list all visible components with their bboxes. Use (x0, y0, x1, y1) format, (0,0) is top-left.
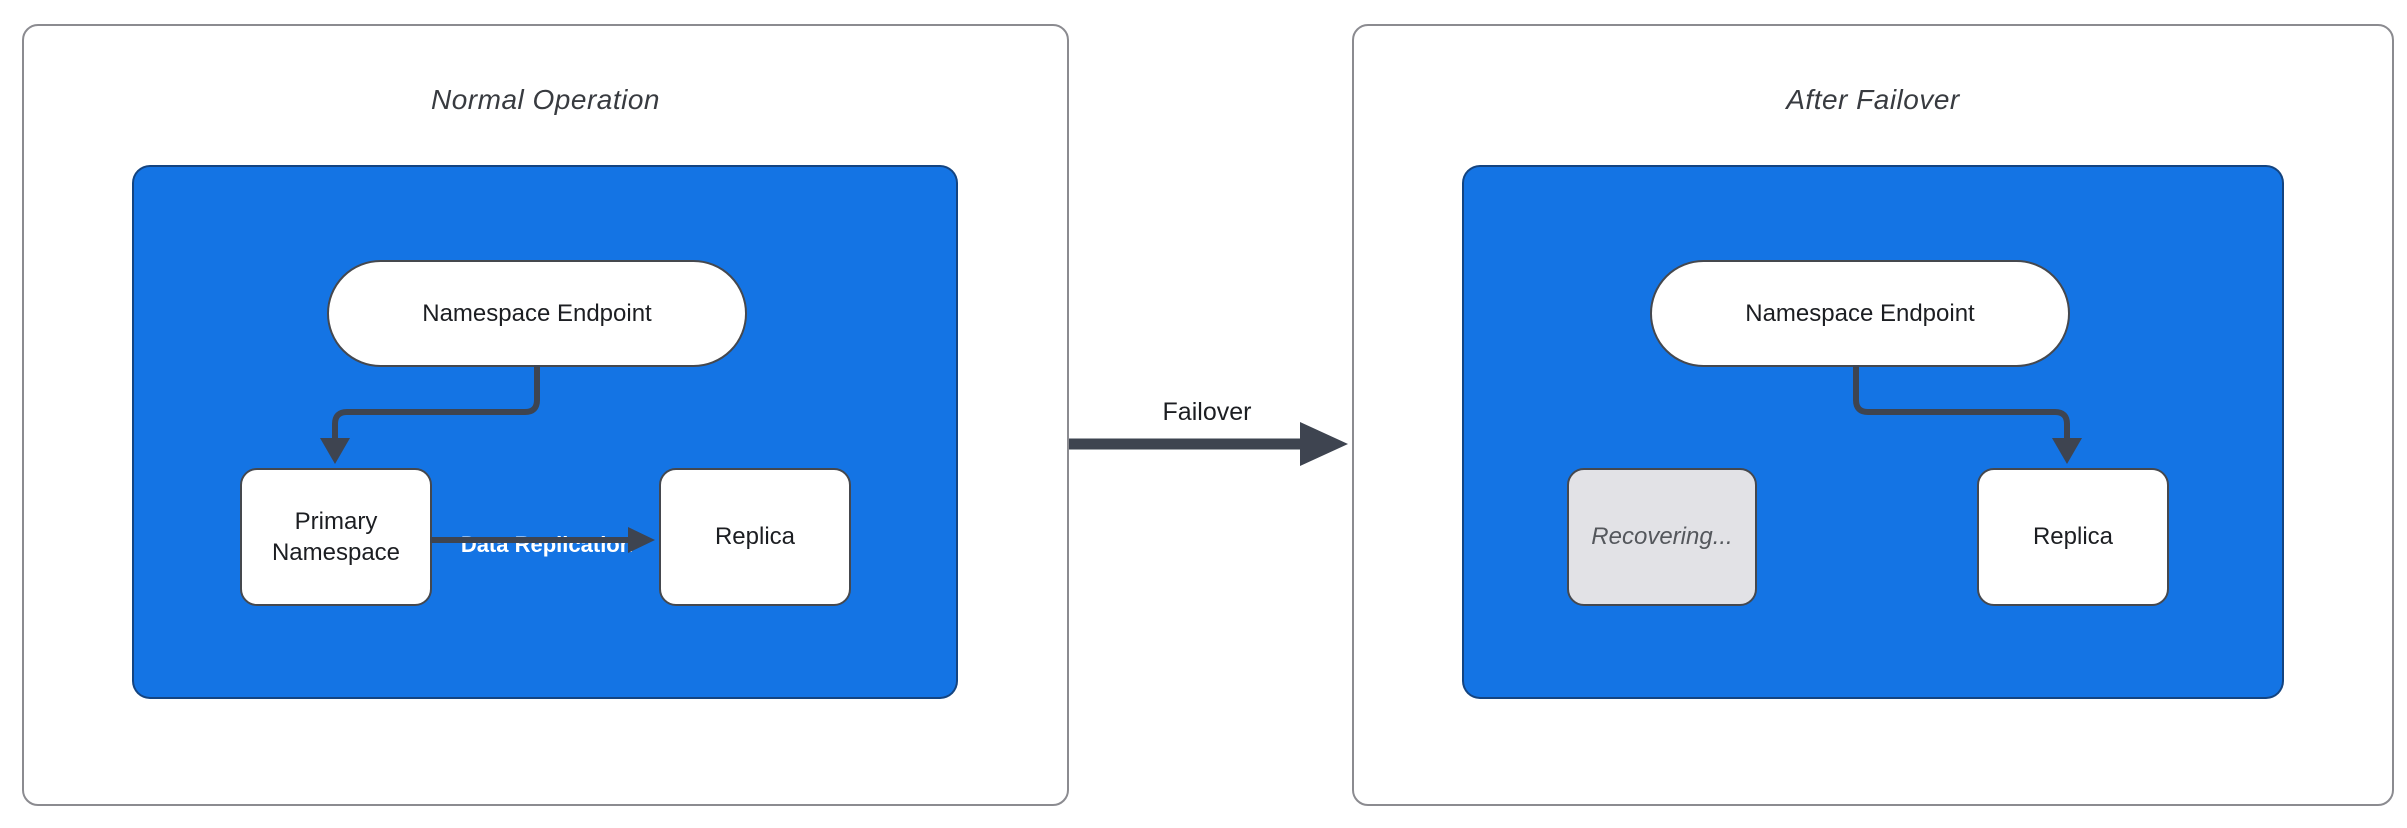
failover-arrow-label: Failover (1162, 398, 1252, 426)
node-label: Replica (714, 523, 796, 551)
namespace-container-failover (1462, 165, 2284, 699)
node-replica-failover: Replica (1977, 468, 2169, 606)
node-recovering: Recovering... (1567, 468, 1757, 606)
node-label: Replica (2032, 523, 2114, 551)
namespace-container-normal (132, 165, 958, 699)
panel-after-failover: After Failover Namespace Endpoint Recove… (1352, 24, 2394, 806)
connector-failover (1069, 422, 1348, 466)
node-label: Recovering... (1591, 523, 1733, 551)
node-namespace-endpoint-failover: Namespace Endpoint (1650, 260, 2070, 367)
node-label: Namespace Endpoint (422, 299, 652, 327)
node-primary-namespace: Primary Namespace (240, 468, 432, 606)
panel-title-after-failover: After Failover (1786, 84, 1960, 115)
panel-normal-operation: Normal Operation Namespace Endpoint Prim… (22, 24, 1069, 806)
arrowhead-right-icon (1300, 422, 1348, 466)
edge-label-data-replication: Data Replication (461, 526, 633, 564)
panel-title-normal-operation: Normal Operation (431, 84, 660, 115)
node-label: Primary Namespace (271, 507, 401, 566)
node-label: Namespace Endpoint (1745, 299, 1975, 327)
node-replica-normal: Replica (659, 468, 851, 606)
node-namespace-endpoint-normal: Namespace Endpoint (327, 260, 747, 367)
